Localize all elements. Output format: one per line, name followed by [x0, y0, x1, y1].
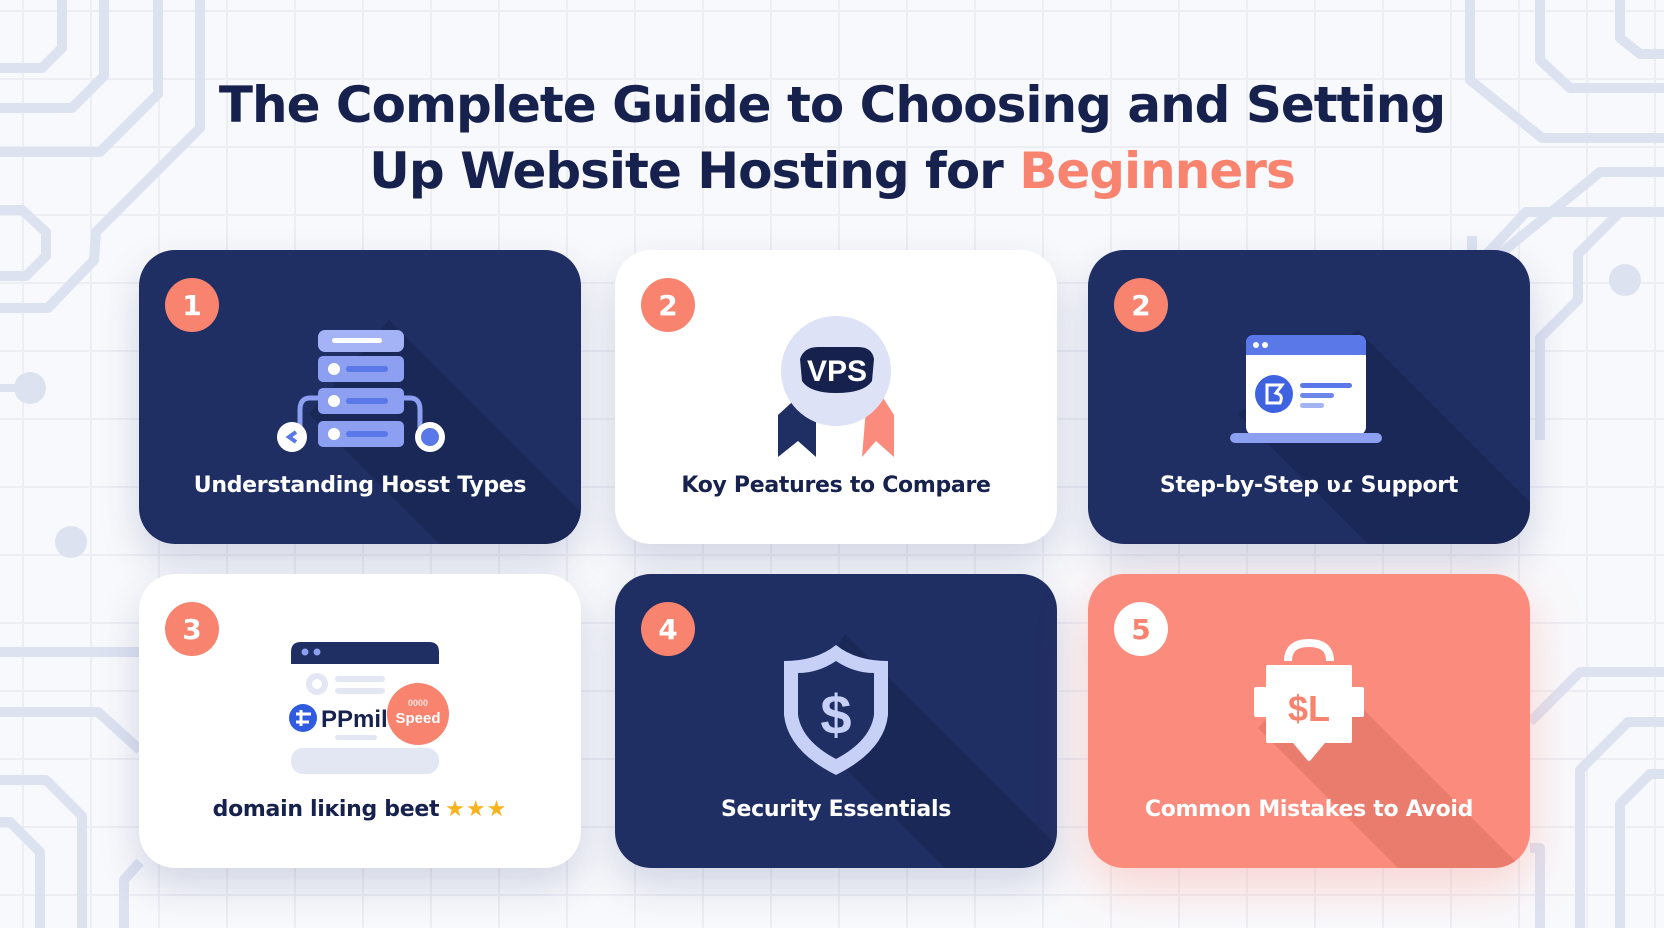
step-badge: 5 [1114, 602, 1168, 656]
card-host-types[interactable]: 1 Understanding Hosst Types [139, 250, 581, 544]
price-tag-icon: $L [1088, 630, 1530, 780]
title-line-1: The Complete Guide to Choosing and Setti… [218, 76, 1446, 134]
rating-stars-icon: ★★★ [445, 797, 508, 822]
browser-speed-icon: PPmil 0000 Speed [139, 630, 581, 780]
laptop-browser-icon [1088, 310, 1530, 470]
server-stack-icon [139, 310, 581, 470]
svg-text:$: $ [820, 683, 851, 746]
card-label: Security Essentials [720, 797, 952, 822]
vps-award-icon: VPS [615, 310, 1057, 470]
svg-text:0000: 0000 [408, 698, 428, 708]
step-badge: 2 [1114, 278, 1168, 332]
card-domain-linking[interactable]: 3 PPmil 0000 Speed domain liĸing beet★★★ [139, 574, 581, 868]
card-label: Koy Peatures to Compare [681, 473, 991, 498]
step-badge: 4 [641, 602, 695, 656]
card-security-essentials[interactable]: 4 $ Security Essentials [615, 574, 1057, 868]
step-badge: 1 [165, 278, 219, 332]
card-label: Common Mistakes to Avoid [1144, 797, 1474, 822]
svg-text:PPmil: PPmil [321, 706, 388, 733]
card-label: Step-by-Step ʋɾ Support [1159, 473, 1459, 498]
step-badge: 2 [641, 278, 695, 332]
card-key-features[interactable]: 2 VPS Koy Peatures to Compare [615, 250, 1057, 544]
step-badge: 3 [165, 602, 219, 656]
card-label: Understanding Hosst Types [193, 473, 527, 498]
svg-text:VPS: VPS [807, 355, 867, 388]
title-line-2: Up Website Hosting for Beginners [369, 142, 1295, 200]
card-label: domain liĸing beet★★★ [212, 797, 508, 822]
card-common-mistakes[interactable]: 5 $L Common Mistakes to Avoid [1088, 574, 1530, 868]
shield-dollar-icon: $ [615, 634, 1057, 784]
card-step-by-step-support[interactable]: 2 Step-by-Step ʋɾ Support [1088, 250, 1530, 544]
page-title: The Complete Guide to Choosing and Setti… [0, 72, 1664, 204]
svg-text:Speed: Speed [395, 710, 440, 727]
title-accent: Beginners [1019, 142, 1295, 200]
svg-text:$L: $L [1288, 688, 1330, 729]
